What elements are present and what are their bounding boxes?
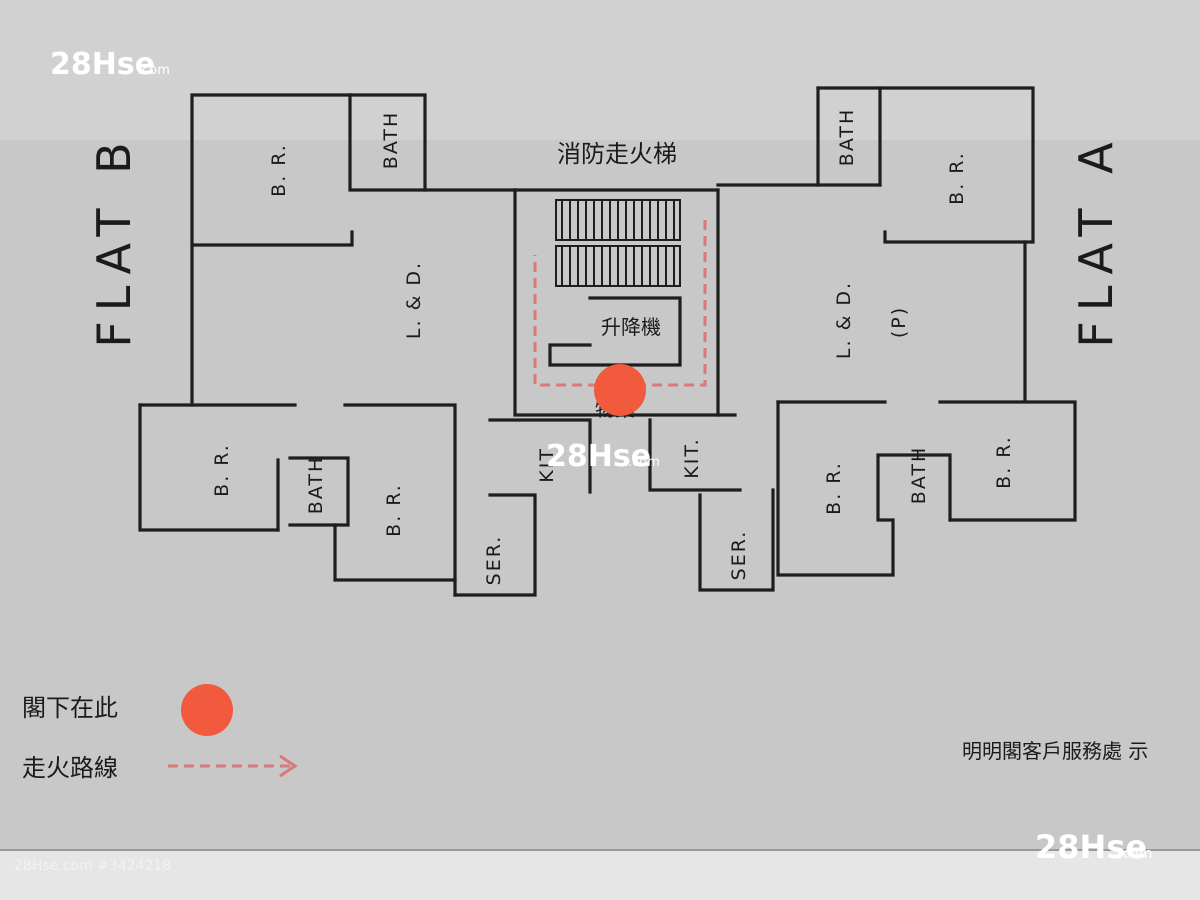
svg-text:28Hse: 28Hse (1035, 828, 1147, 866)
room-labels: B. R. BATH L. & D. B. R. BATH B. R. KIT.… (211, 108, 1015, 586)
lift-label: 升降機 (601, 315, 661, 339)
ser-a-label: SER. (728, 530, 750, 581)
bath-b-top-label: BATH (380, 111, 402, 169)
ser-b-label: SER. (483, 535, 505, 586)
svg-text:28Hse: 28Hse (546, 439, 651, 474)
svg-text:.com: .com (628, 455, 660, 470)
bath-a-top-label: BATH (836, 108, 858, 166)
watermark-bottom-right: 28Hse .com (1035, 828, 1152, 866)
bath-a-mid-label: BATH (908, 446, 930, 504)
staircase (555, 199, 681, 287)
kit-b-label: KIT. (536, 441, 558, 482)
lnd-a-label: L. & D. (833, 281, 855, 359)
svg-text:.com: .com (1118, 846, 1152, 862)
flat-b-walls (138, 93, 592, 597)
svg-text:.com: .com (138, 63, 170, 78)
footer-note: 明明閣客戶服務處 示 (962, 739, 1148, 763)
flat-a-walls (648, 86, 1077, 592)
you-are-here-marker (594, 364, 646, 416)
br-b-top-label: B. R. (268, 143, 290, 197)
glare (0, 0, 1200, 140)
watermark-top-left: 28Hse .com (50, 47, 170, 82)
br-a-top-label: B. R. (946, 151, 968, 205)
wall-tile (0, 850, 1200, 900)
p-a-label: (P) (888, 306, 910, 338)
flat-b-title: FLAT B (87, 132, 141, 347)
listing-ref: 28Hse.com #3424218 (14, 858, 171, 874)
legend-route-arrow (279, 754, 298, 778)
lnd-b-label: L. & D. (403, 261, 425, 339)
watermark-center: 28Hse .com (546, 439, 660, 474)
br-a-right-label: B. R. (993, 435, 1015, 489)
fire-stair-label: 消防走火梯 (557, 140, 677, 168)
br-b-mid-label: B. R. (383, 483, 405, 537)
br-a-mid-label: B. R. (823, 461, 845, 515)
flat-a-title: FLAT A (1069, 132, 1123, 347)
kit-a-label: KIT. (681, 437, 703, 478)
legend-here-dot (181, 684, 233, 736)
bath-b-mid-label: BATH (305, 456, 327, 514)
legend-route-label: 走火路線 (22, 754, 118, 782)
br-b-left-label: B. R. (211, 443, 233, 497)
legend: 閣下在此 走火路線 (22, 684, 298, 782)
svg-text:28Hse: 28Hse (50, 47, 155, 82)
legend-here-label: 閣下在此 (22, 694, 118, 722)
